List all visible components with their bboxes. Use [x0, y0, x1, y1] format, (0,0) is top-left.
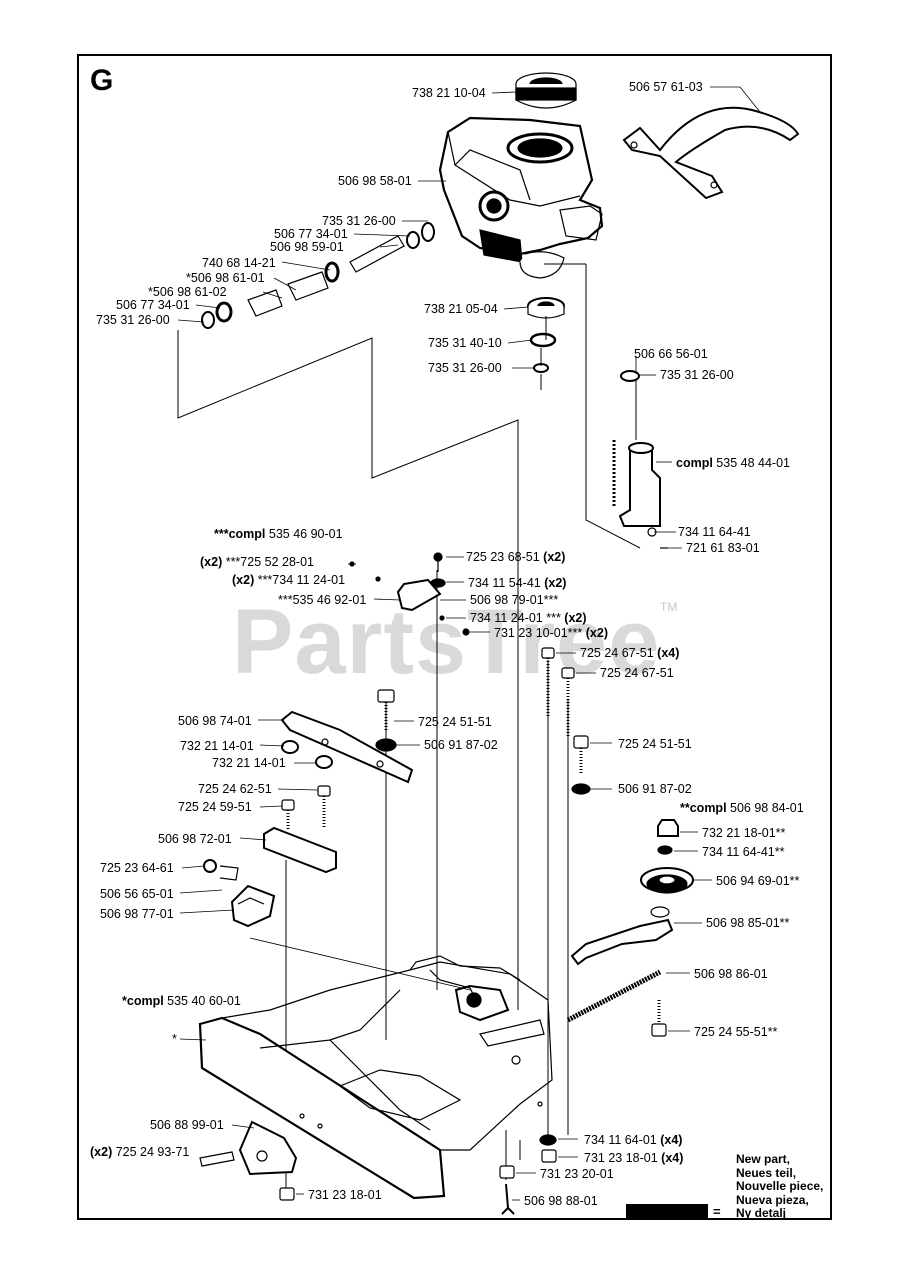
legend-line: Neues teil, [736, 1165, 797, 1180]
part-label: 740 68 14-21 [202, 256, 276, 270]
part-label: compl 535 48 44-01 [676, 456, 790, 470]
left-bracket [203, 859, 276, 928]
lower-bearing [527, 297, 565, 373]
legend-line: New part, [736, 1152, 791, 1166]
part-label: 732 21 14-01 [180, 739, 254, 753]
part-label: 721 61 83-01 [686, 541, 760, 555]
part-label: 734 11 64-01 (x4) [584, 1133, 683, 1147]
part-label: 731 23 18-01 [308, 1188, 382, 1202]
part-label: 735 31 40-10 [428, 336, 502, 350]
axle-stack [201, 222, 435, 329]
part-label: 725 23 64-61 [100, 861, 174, 875]
part-label: 735 31 26-00 [660, 368, 734, 382]
watermark: PartsTree [232, 591, 661, 693]
part-label: *compl 535 40 60-01 [122, 994, 241, 1008]
part-label: 734 11 64-41** [702, 845, 785, 859]
part-label: 725 24 62-51 [198, 782, 272, 796]
part-label: 725 24 59-51 [178, 800, 252, 814]
part-label: 725 24 67-51 [600, 666, 674, 680]
part-label: 725 24 67-51 (x4) [580, 646, 680, 660]
clamp-band [622, 106, 800, 200]
part-label: 732 21 18-01** [702, 826, 786, 840]
legend-marker-box [626, 1204, 708, 1220]
part-label: 738 21 05-04 [424, 302, 498, 316]
steering-arm-assembly [612, 370, 668, 549]
lower-bracket [199, 1120, 298, 1201]
part-label: 506 98 74-01 [178, 714, 252, 728]
part-label: 506 98 72-01 [158, 832, 232, 846]
part-label: 732 21 14-01 [212, 756, 286, 770]
part-label: ***535 46 92-01 [278, 593, 367, 607]
assembly-lines [177, 263, 641, 1188]
steering-housing [438, 116, 604, 279]
part-label: 506 57 61-03 [629, 80, 703, 94]
part-label: 725 24 51-51 [618, 737, 692, 751]
part-label: 735 31 26-00 [428, 361, 502, 375]
part-label: 725 23 68-51 (x2) [466, 550, 566, 564]
part-label: 506 77 34-01 [274, 227, 348, 241]
part-label: 506 98 59-01 [270, 240, 344, 254]
part-label: 506 66 56-01 [634, 347, 708, 361]
part-label: 506 98 58-01 [338, 174, 412, 188]
bolt-column [541, 647, 591, 795]
lower-hardware [499, 1134, 557, 1215]
pulley-group [566, 819, 694, 1037]
diagram-frame [77, 54, 832, 1220]
part-label: 725 24 51-51 [418, 715, 492, 729]
legend-line: Nueva pieza, [736, 1192, 809, 1207]
part-label: (x2) ***734 11 24-01 [232, 573, 346, 587]
part-label: 735 31 26-00 [96, 313, 170, 327]
legend-equals: = [713, 1204, 721, 1219]
part-label: 735 31 26-00 [322, 214, 396, 228]
label-leaders [177, 86, 761, 1201]
part-label: ***compl 535 46 90-01 [214, 527, 343, 541]
bracket-plate-group [349, 552, 470, 636]
part-label: 506 88 99-01 [150, 1118, 224, 1132]
part-label: 734 11 24-01 *** (x2) [470, 611, 587, 625]
part-label: 738 21 10-04 [412, 86, 486, 100]
part-label: 731 23 10-01*** (x2) [494, 626, 608, 640]
watermark-tm: TM [660, 600, 678, 614]
part-label: 731 23 18-01 (x4) [584, 1151, 684, 1165]
new-part-legend: New part, Neues teil, Nouvelle piece, Nu… [736, 1152, 824, 1221]
bearing-top [515, 72, 577, 109]
part-label: 506 98 85-01** [706, 916, 790, 930]
part-label: 506 98 88-01 [524, 1194, 598, 1208]
legend-line: Nouvelle piece, [736, 1179, 824, 1193]
part-label: (x2) 725 24 93-71 [90, 1145, 190, 1159]
part-label: 506 98 77-01 [100, 907, 174, 921]
arm-bracket [263, 689, 414, 874]
part-label: 506 94 69-01** [716, 874, 800, 888]
part-label: * [172, 1032, 177, 1046]
part-label: *506 98 61-01 [186, 271, 265, 285]
part-label: 725 24 55-51** [694, 1025, 778, 1039]
main-frame [198, 955, 553, 1200]
part-label: 506 91 87-02 [618, 782, 692, 796]
part-label: 506 98 86-01 [694, 967, 768, 981]
part-label: **compl 506 98 84-01 [680, 801, 804, 815]
legend-line: Ny detalj [736, 1206, 787, 1220]
part-label: 506 91 87-02 [424, 738, 498, 752]
part-label: 506 56 65-01 [100, 887, 174, 901]
section-letter: G [90, 64, 114, 97]
part-label: 506 77 34-01 [116, 298, 190, 312]
part-label: 734 11 64-41 [678, 525, 751, 539]
part-label: *506 98 61-02 [148, 285, 227, 299]
part-label: 734 11 54-41 (x2) [468, 576, 567, 590]
part-label: (x2) ***725 52 28-01 [200, 555, 314, 569]
part-label: 731 23 20-01 [540, 1167, 614, 1181]
part-label: 506 98 79-01*** [470, 593, 559, 607]
